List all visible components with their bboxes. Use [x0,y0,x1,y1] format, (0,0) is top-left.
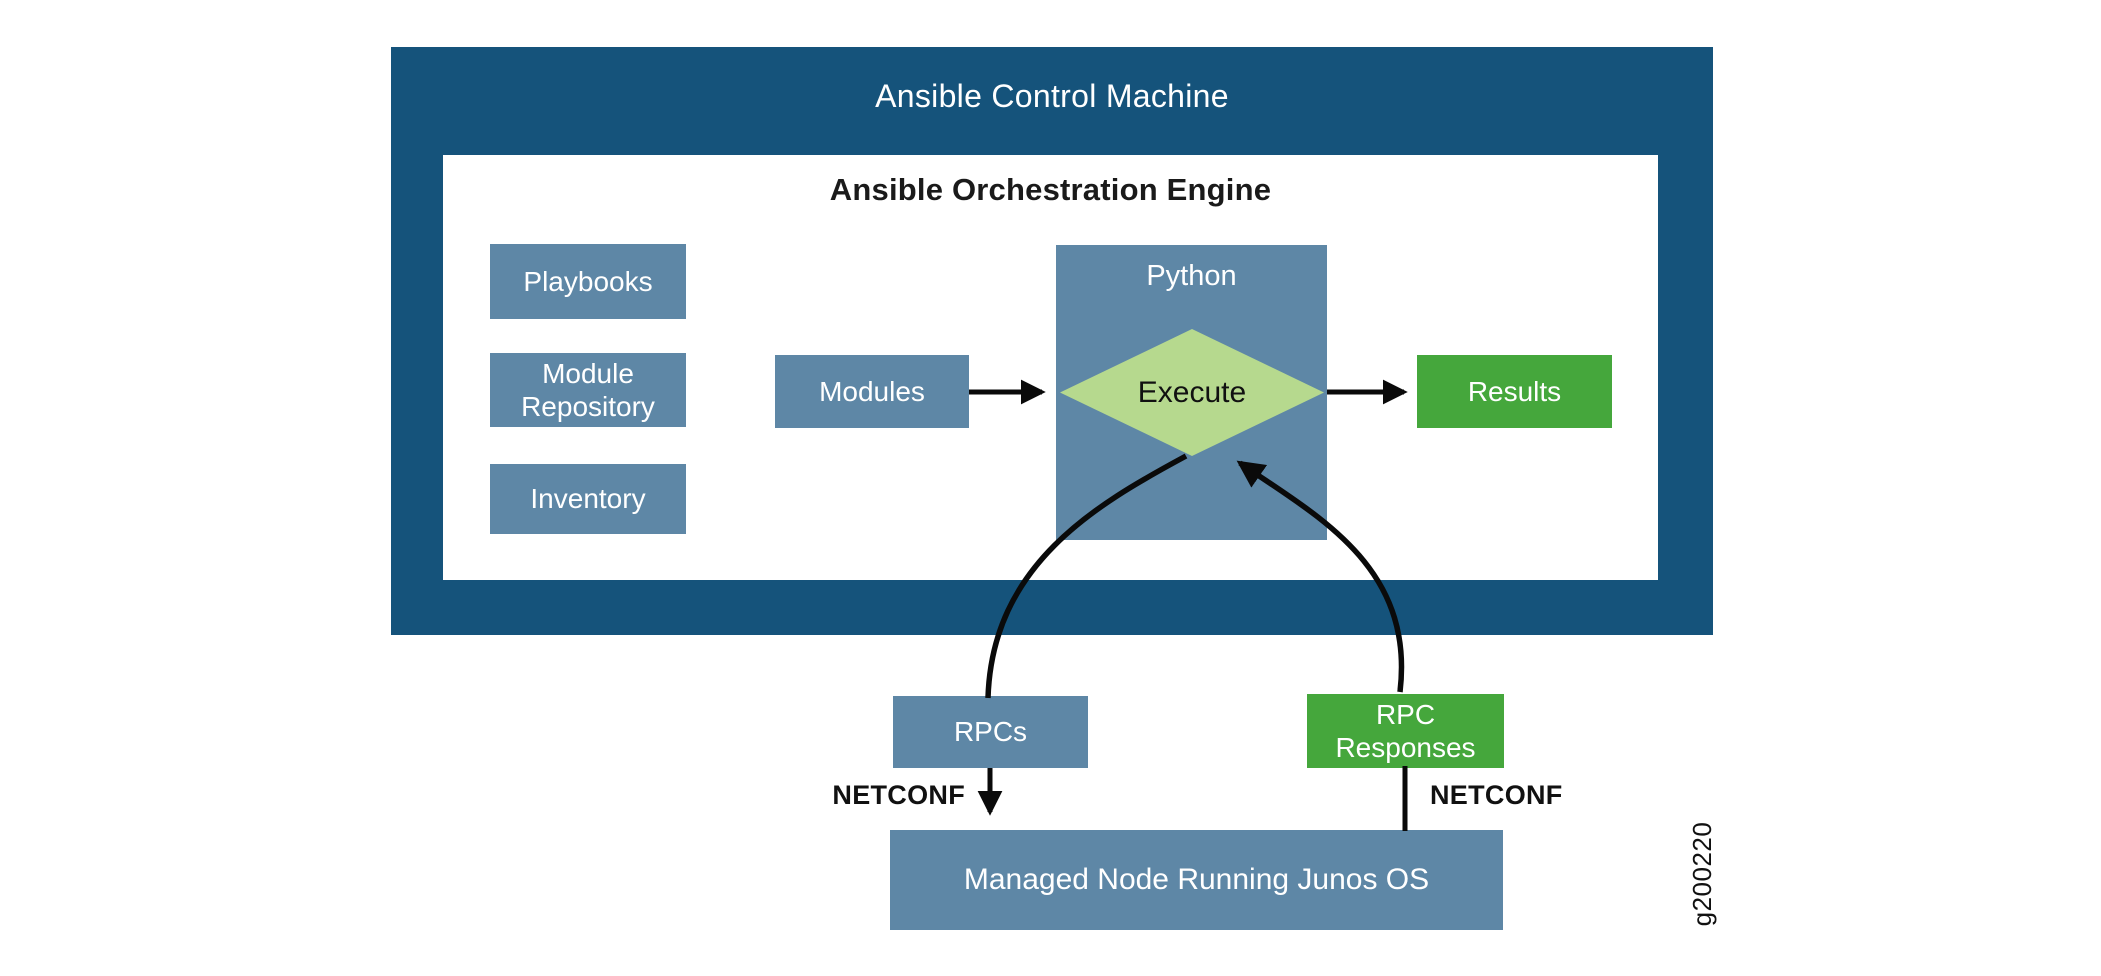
managed-node-box: Managed Node Running Junos OS [890,830,1503,930]
figure-id-label: g200220 [1686,821,1717,927]
netconf-label-right: NETCONF [1430,780,1563,810]
inventory-node: Inventory [490,464,686,534]
module-repository-node: Module Repository [490,353,686,427]
rpcs-node: RPCs [893,696,1088,768]
rpc-responses-node: RPC Responses [1307,694,1504,768]
modules-node: Modules [775,355,969,428]
netconf-label-left: NETCONF [832,780,965,810]
playbooks-node: Playbooks [490,244,686,319]
python-label: Python [1146,260,1237,292]
results-node: Results [1417,355,1612,428]
orchestration-engine-title: Ansible Orchestration Engine [829,172,1272,207]
diagram-title: Ansible Control Machine [875,78,1229,114]
